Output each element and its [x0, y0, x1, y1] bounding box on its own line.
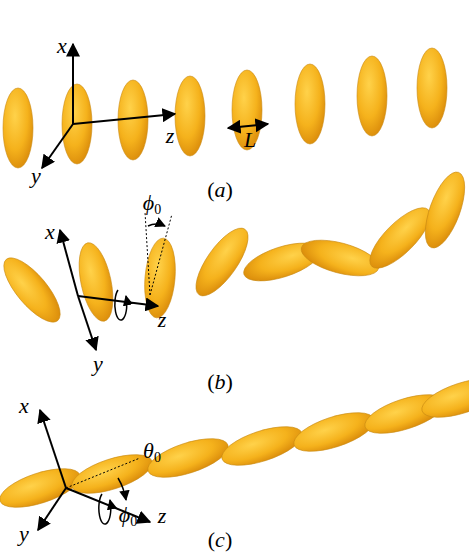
axis-arrow	[73, 114, 175, 124]
axis-label: z	[158, 505, 167, 527]
axis-arrow	[72, 44, 74, 124]
angle-arc	[118, 478, 126, 500]
axis-arrow	[78, 296, 158, 306]
panel-label: (b)	[207, 371, 233, 393]
ellipsoid	[232, 70, 262, 150]
axis-arrow	[228, 124, 268, 128]
ellipsoid	[417, 167, 469, 252]
ellipsoid	[217, 419, 306, 473]
ellipsoid	[143, 431, 232, 485]
ellipsoid	[73, 240, 119, 324]
dimension-label: L	[244, 129, 256, 151]
ellipsoid	[295, 64, 325, 144]
ellipsoid	[0, 250, 69, 331]
ellipsoid	[357, 56, 387, 136]
axis-label: y	[19, 523, 29, 545]
axis-arrow	[42, 124, 73, 168]
ellipsoid	[417, 48, 447, 128]
panel-label: (a)	[207, 179, 233, 201]
angle-arc	[148, 224, 165, 226]
ellipsoid	[3, 88, 33, 168]
axis-arrow	[66, 488, 150, 522]
axis-label: y	[93, 353, 103, 375]
axis-arrow	[38, 488, 66, 530]
ellipsoid	[417, 371, 469, 425]
angle-label: ϕ0	[143, 192, 161, 217]
axis-arrow	[40, 410, 66, 488]
axis-label: x	[57, 35, 67, 57]
panel-label: (c)	[208, 529, 232, 551]
ellipsoid	[175, 76, 205, 156]
axis-label: z	[166, 125, 175, 147]
angle-label: ϕ0	[119, 504, 137, 529]
axis-label: x	[19, 395, 29, 417]
ellipsoid	[0, 461, 85, 515]
angle-label: θ0	[143, 440, 161, 465]
angle-guide	[66, 458, 140, 488]
axis-label: y	[31, 165, 41, 187]
axis-arrow	[60, 230, 78, 296]
rotation-arrow	[99, 494, 111, 524]
angle-guide	[145, 212, 172, 295]
ellipsoid	[289, 405, 378, 459]
axis-label: x	[45, 221, 55, 243]
axis-label: z	[158, 309, 167, 331]
axis-arrow	[78, 296, 96, 350]
rotation-arrow	[115, 290, 127, 320]
ellipsoid	[187, 221, 257, 304]
